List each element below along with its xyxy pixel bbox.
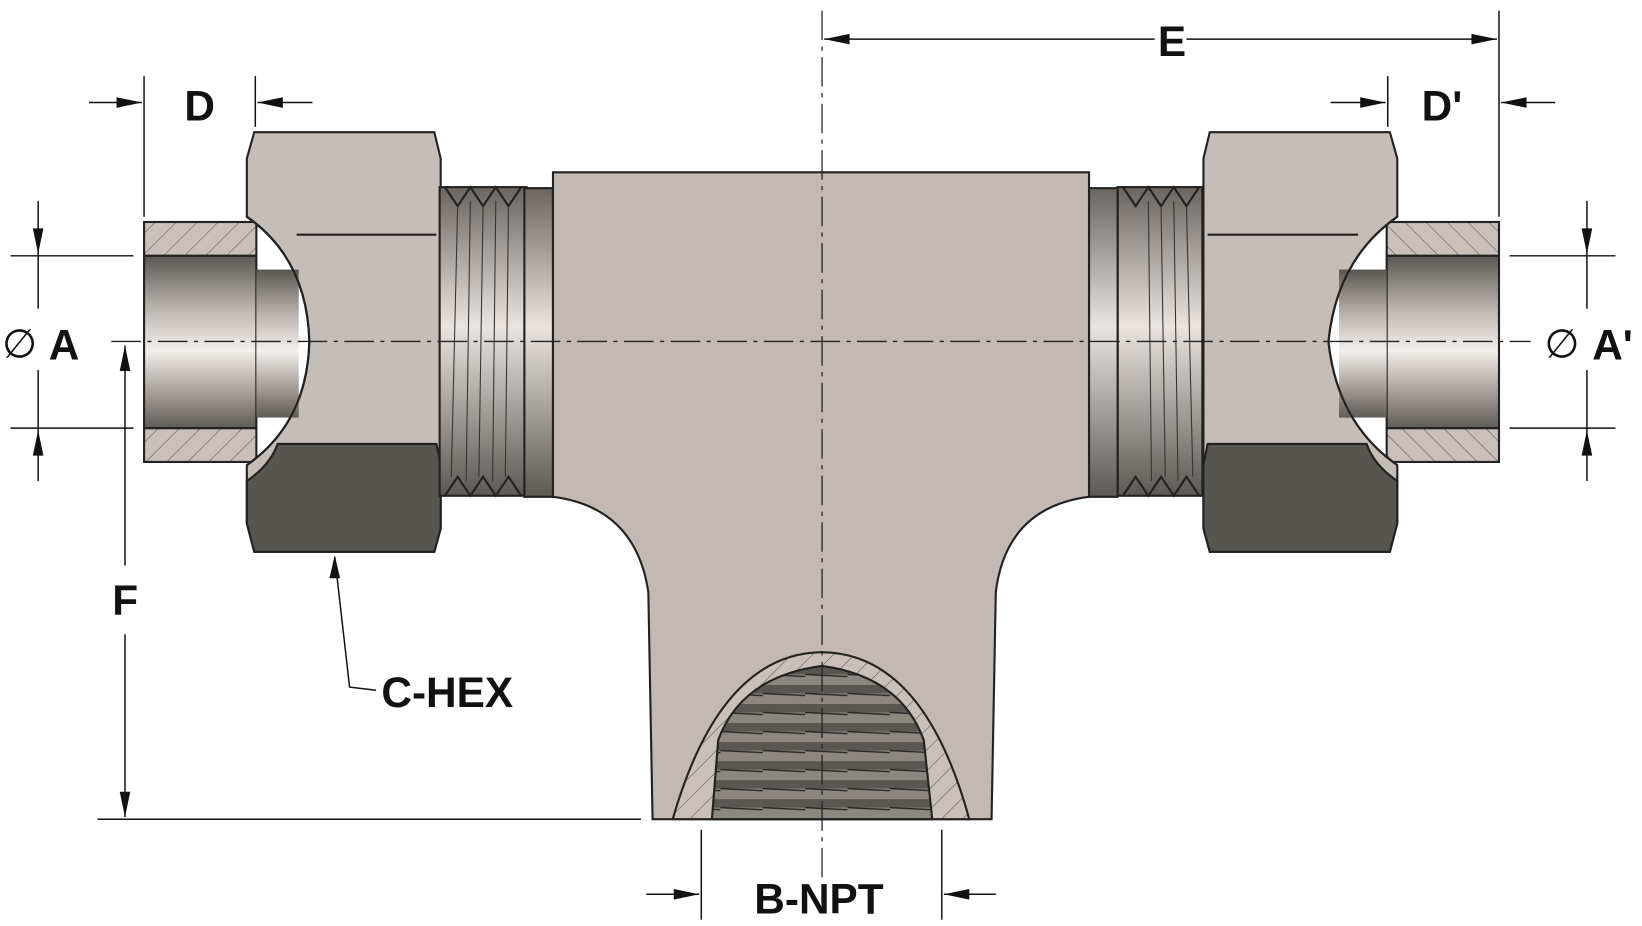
label-d: D — [184, 83, 215, 130]
label-e: E — [1158, 18, 1186, 65]
label-d-prime: D' — [1422, 83, 1463, 130]
label-a: A — [49, 321, 80, 368]
label-f: F — [112, 577, 138, 624]
npt-thread-section — [671, 651, 971, 821]
tee-body — [551, 171, 1091, 821]
label-a-prime: A' — [1592, 321, 1633, 368]
label-c-hex: C-HEX — [381, 669, 513, 716]
diameter-symbol-a-prime: ∅ — [1545, 321, 1580, 366]
left-hex-nut — [245, 131, 442, 553]
label-b-npt: B-NPT — [754, 875, 884, 922]
diameter-symbol-a: ∅ — [2, 321, 37, 366]
dimension-lines — [10, 10, 1616, 920]
left-tube — [143, 220, 258, 463]
left-threads — [438, 185, 555, 498]
